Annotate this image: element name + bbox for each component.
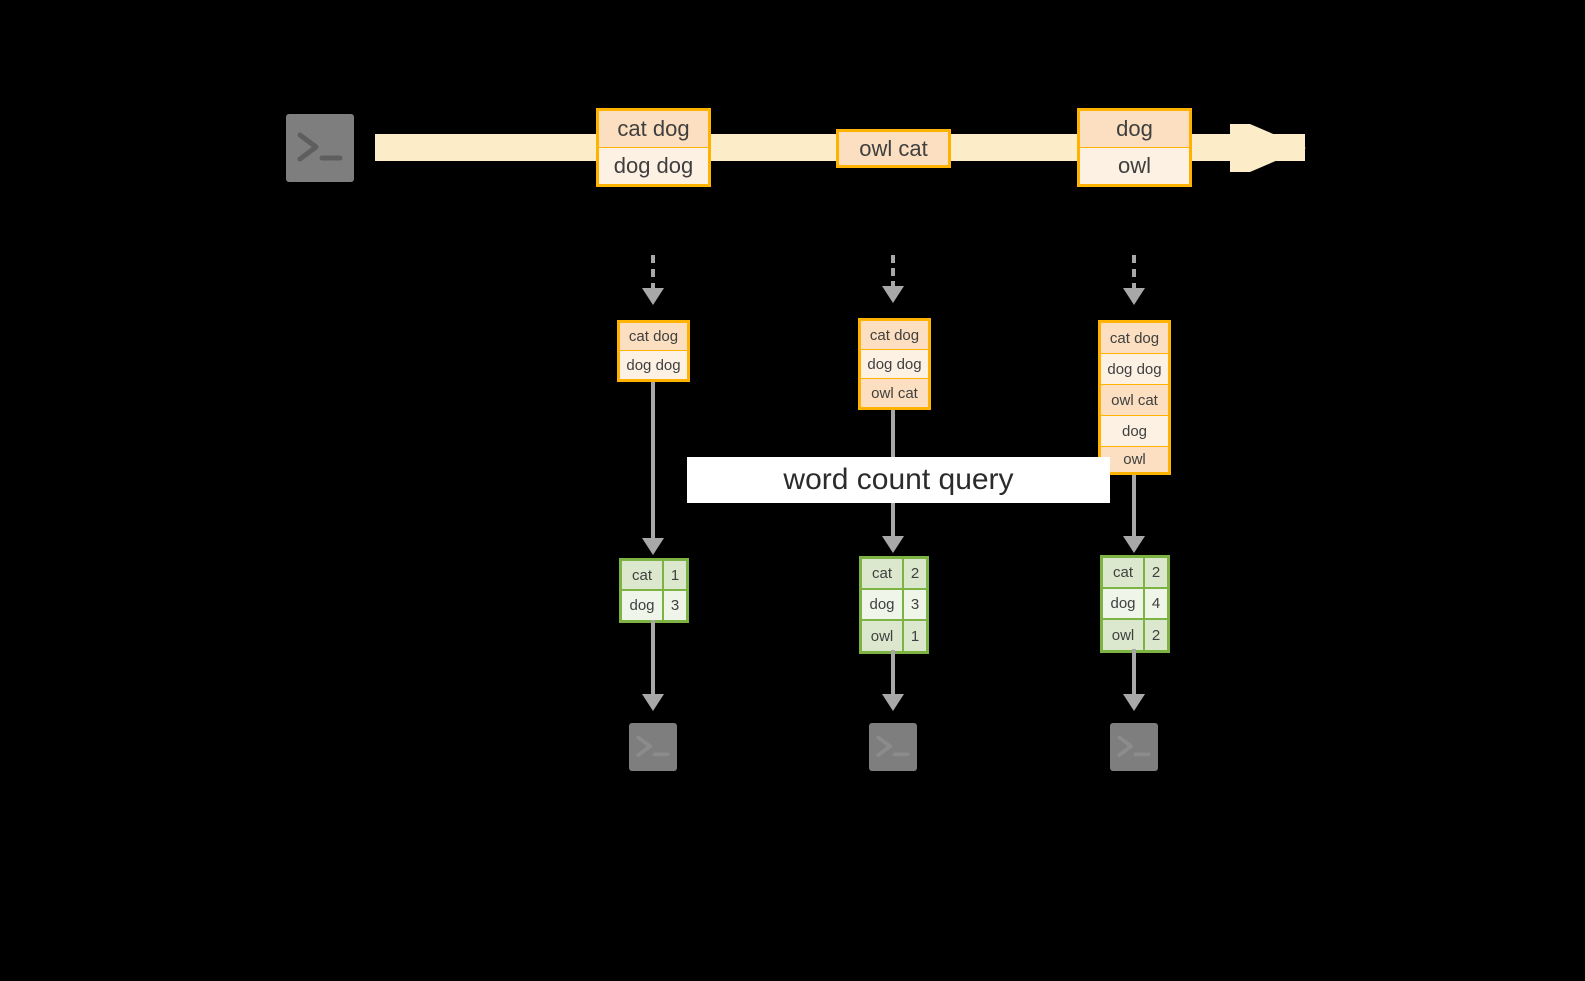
stage-3-accumulated-box[interactable]: cat dog dog dog owl cat dog owl (1098, 320, 1171, 475)
stage-2-ingest-arrowhead (882, 286, 904, 303)
stage-3-ingest-dashed-line (1132, 255, 1136, 291)
stream-record-batch-3[interactable]: dog owl (1077, 108, 1192, 187)
stage-1-ingest-dashed-line (651, 255, 655, 291)
stage-1-sink-arrowhead (642, 694, 664, 711)
accumulated-line: dog dog (1101, 354, 1168, 385)
stage-2-ingest-dashed-line (891, 255, 895, 289)
result-word: cat (1103, 558, 1145, 587)
accumulated-line: owl (1101, 447, 1168, 472)
record-line: owl cat (839, 132, 948, 165)
accumulated-line: cat dog (620, 323, 687, 351)
result-word: dog (862, 590, 904, 619)
source-terminal-icon (277, 105, 363, 191)
stage-1-sink-line (651, 620, 655, 698)
result-word: owl (1103, 620, 1145, 650)
result-count: 2 (1145, 558, 1167, 587)
table-row: owl 1 (862, 621, 926, 651)
result-word: owl (862, 621, 904, 651)
result-count: 2 (1145, 620, 1167, 650)
result-count: 4 (1145, 589, 1167, 618)
table-row: dog 3 (862, 590, 926, 621)
result-count: 1 (904, 621, 926, 651)
result-word: cat (622, 561, 664, 589)
accumulated-line: dog dog (620, 351, 687, 379)
result-count: 3 (664, 591, 686, 620)
stream-record-batch-1[interactable]: cat dog dog dog (596, 108, 711, 187)
accumulated-line: cat dog (861, 321, 928, 350)
table-row: dog 4 (1103, 589, 1167, 620)
accumulated-line: cat dog (1101, 323, 1168, 354)
stream-arrow-head-tip (1250, 124, 1306, 172)
stage-3-query-arrowhead (1123, 536, 1145, 553)
record-line: dog (1080, 111, 1189, 148)
stage-3-sink-line (1132, 649, 1136, 698)
record-line: dog dog (599, 148, 708, 184)
stage-2-query-arrowhead (882, 536, 904, 553)
stage-3-sink-arrowhead (1123, 694, 1145, 711)
stage-3-ingest-arrowhead (1123, 288, 1145, 305)
stage-2-accumulated-box[interactable]: cat dog dog dog owl cat (858, 318, 931, 410)
stage-2-sink-arrowhead (882, 694, 904, 711)
table-row: cat 1 (622, 561, 686, 591)
stage-1-query-arrowhead (642, 538, 664, 555)
stage-3-query-line (1132, 475, 1136, 540)
result-word: dog (1103, 589, 1145, 618)
table-row: cat 2 (1103, 558, 1167, 589)
stage-3-sink-terminal-icon (1103, 716, 1165, 778)
record-line: cat dog (599, 111, 708, 148)
accumulated-line: dog (1101, 416, 1168, 447)
prompt-glyph-icon (869, 723, 917, 771)
prompt-glyph-icon (1110, 723, 1158, 771)
accumulated-line: owl cat (861, 379, 928, 407)
stage-3-result-table[interactable]: cat 2 dog 4 owl 2 (1100, 555, 1170, 653)
stage-1-sink-terminal-icon (622, 716, 684, 778)
result-count: 1 (664, 561, 686, 589)
result-word: dog (622, 591, 664, 620)
stream-arrow-head-body (1230, 124, 1250, 172)
result-word: cat (862, 559, 904, 588)
accumulated-line: owl cat (1101, 385, 1168, 416)
stage-2-result-table[interactable]: cat 2 dog 3 owl 1 (859, 556, 929, 654)
stage-2-sink-terminal-icon (862, 716, 924, 778)
stage-1-result-table[interactable]: cat 1 dog 3 (619, 558, 689, 623)
stage-1-accumulated-box[interactable]: cat dog dog dog (617, 320, 690, 382)
stage-1-query-line (651, 382, 655, 542)
result-count: 3 (904, 590, 926, 619)
prompt-glyph-icon (286, 114, 354, 182)
accumulated-line: dog dog (861, 350, 928, 379)
prompt-glyph-icon (629, 723, 677, 771)
stream-record-batch-2[interactable]: owl cat (836, 129, 951, 168)
table-row: dog 3 (622, 591, 686, 620)
table-row: owl 2 (1103, 620, 1167, 650)
table-row: cat 2 (862, 559, 926, 590)
result-count: 2 (904, 559, 926, 588)
query-banner: word count query (687, 457, 1110, 503)
stage-2-sink-line (891, 650, 895, 698)
stage-1-ingest-arrowhead (642, 288, 664, 305)
record-line: owl (1080, 148, 1189, 184)
